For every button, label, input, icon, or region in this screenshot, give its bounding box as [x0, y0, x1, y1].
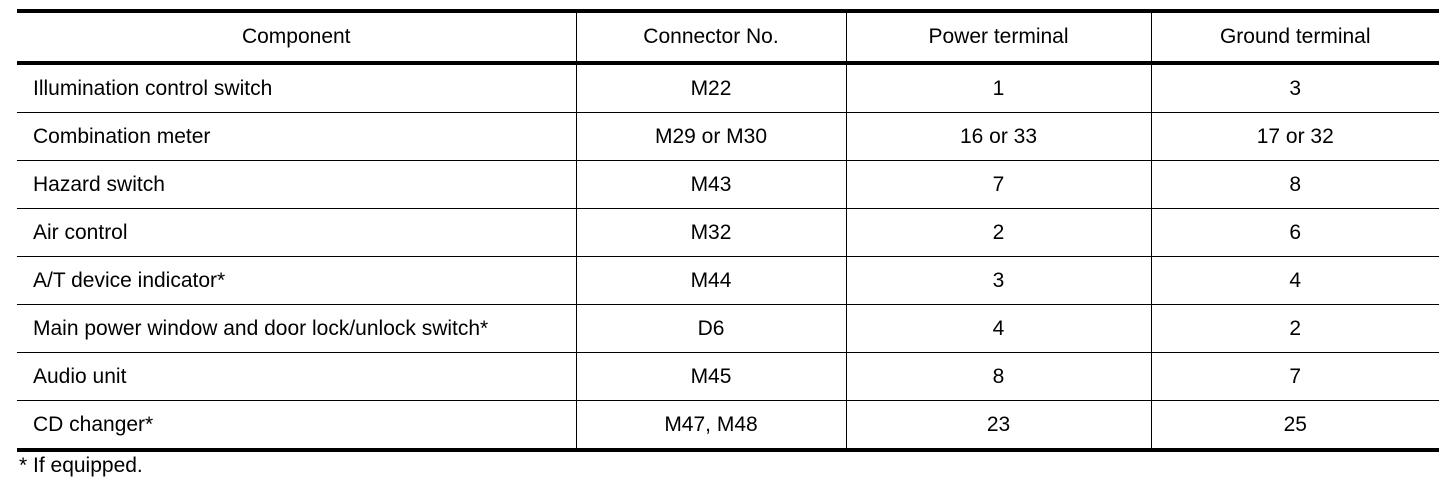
- cell-power: 16 or 33: [845, 112, 1151, 161]
- cell-ground: 7: [1150, 352, 1439, 401]
- cell-connector: M29 or M30: [575, 112, 846, 161]
- cell-component: Air control: [17, 208, 576, 257]
- cell-component: CD changer*: [17, 400, 576, 452]
- cell-power: 1: [845, 63, 1151, 113]
- cell-connector: M44: [575, 256, 846, 305]
- cell-component: A/T device indicator*: [17, 256, 576, 305]
- cell-component: Combination meter: [17, 112, 576, 161]
- cell-component: Main power window and door lock/unlock s…: [17, 304, 576, 353]
- header-row: Component Connector No. Power terminal G…: [17, 11, 1439, 63]
- cell-connector: M47, M48: [575, 400, 846, 452]
- header-power-terminal: Power terminal: [845, 11, 1151, 63]
- table-row: Audio unit M45 8 7: [17, 352, 1439, 401]
- cell-ground: 17 or 32: [1150, 112, 1439, 161]
- cell-connector: D6: [575, 304, 846, 353]
- table-row: Air control M32 2 6: [17, 208, 1439, 257]
- header-ground-terminal: Ground terminal: [1150, 11, 1439, 63]
- cell-ground: 25: [1150, 400, 1439, 452]
- cell-component: Hazard switch: [17, 160, 576, 209]
- table-row: Hazard switch M43 7 8: [17, 160, 1439, 209]
- table-row: Combination meter M29 or M30 16 or 33 17…: [17, 112, 1439, 161]
- cell-ground: 8: [1150, 160, 1439, 209]
- table-row: A/T device indicator* M44 3 4: [17, 256, 1439, 305]
- cell-power: 2: [845, 208, 1151, 257]
- terminal-table-container: Component Connector No. Power terminal G…: [17, 9, 1439, 452]
- table-body: Illumination control switch M22 1 3 Comb…: [17, 63, 1439, 452]
- cell-connector: M43: [575, 160, 846, 209]
- cell-component: Audio unit: [17, 352, 576, 401]
- cell-connector: M22: [575, 63, 846, 113]
- terminal-table: Component Connector No. Power terminal G…: [17, 9, 1439, 452]
- cell-ground: 2: [1150, 304, 1439, 353]
- table-row: CD changer* M47, M48 23 25: [17, 400, 1439, 452]
- header-connector-no: Connector No.: [575, 11, 846, 63]
- cell-power: 4: [845, 304, 1151, 353]
- table-row: Illumination control switch M22 1 3: [17, 63, 1439, 113]
- cell-connector: M32: [575, 208, 846, 257]
- footnote: * If equipped.: [19, 454, 143, 477]
- table-header: Component Connector No. Power terminal G…: [17, 11, 1439, 63]
- table-row: Main power window and door lock/unlock s…: [17, 304, 1439, 353]
- cell-power: 3: [845, 256, 1151, 305]
- header-component: Component: [241, 25, 351, 48]
- cell-power: 8: [845, 352, 1151, 401]
- cell-power: 7: [845, 160, 1151, 209]
- cell-ground: 6: [1150, 208, 1439, 257]
- cell-component: Illumination control switch: [33, 76, 273, 100]
- cell-ground: 3: [1150, 63, 1439, 113]
- cell-power: 23: [845, 400, 1151, 452]
- cell-ground: 4: [1150, 256, 1439, 305]
- cell-connector: M45: [575, 352, 846, 401]
